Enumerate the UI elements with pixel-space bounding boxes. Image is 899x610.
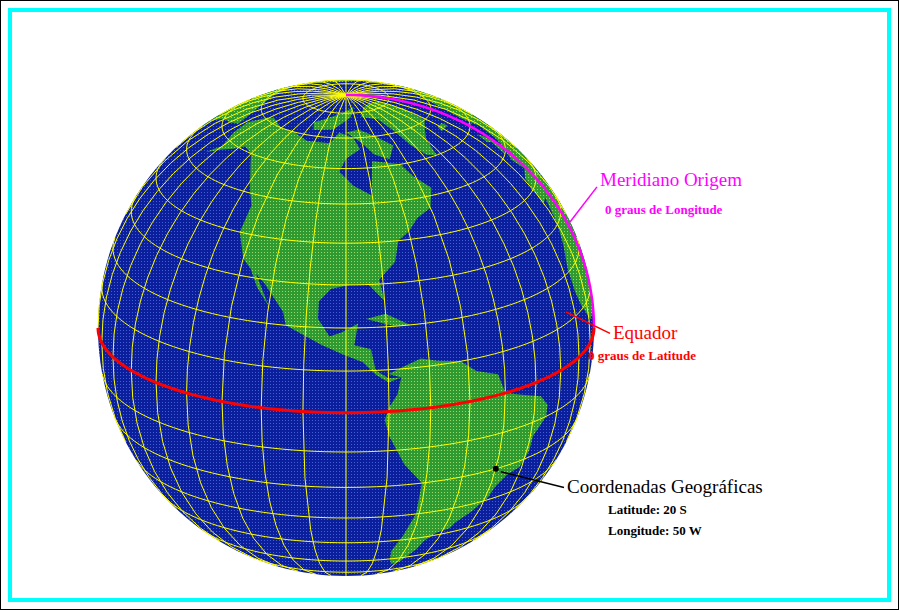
- graticule: [98, 80, 594, 576]
- prime-meridian-line: [346, 95, 594, 328]
- equator-leader: [566, 312, 610, 333]
- longitude-value: Longitude: 50 W: [608, 524, 702, 538]
- continent: [366, 314, 410, 326]
- meridian-leader: [570, 187, 597, 222]
- latitude-value: Latitude: 20 S: [608, 503, 687, 517]
- meridian-note: 0 graus de Longitude: [605, 203, 722, 217]
- coordinates-leader: [501, 472, 564, 488]
- location-marker: [493, 466, 499, 472]
- leader-lines: [501, 187, 610, 488]
- ocean: [98, 80, 594, 576]
- equator-title: Equador: [613, 323, 677, 344]
- continent: [540, 173, 593, 319]
- equator-note: 0 graus de Latitude: [588, 349, 696, 363]
- continent: [346, 130, 393, 160]
- equator-line: [98, 328, 594, 413]
- continent: [205, 118, 431, 383]
- globe: [98, 80, 594, 576]
- inner-frame: [10, 10, 889, 600]
- meridian-title: Meridiano Origem: [600, 170, 742, 191]
- coordinates-title: Coordenadas Geográficas: [567, 477, 763, 498]
